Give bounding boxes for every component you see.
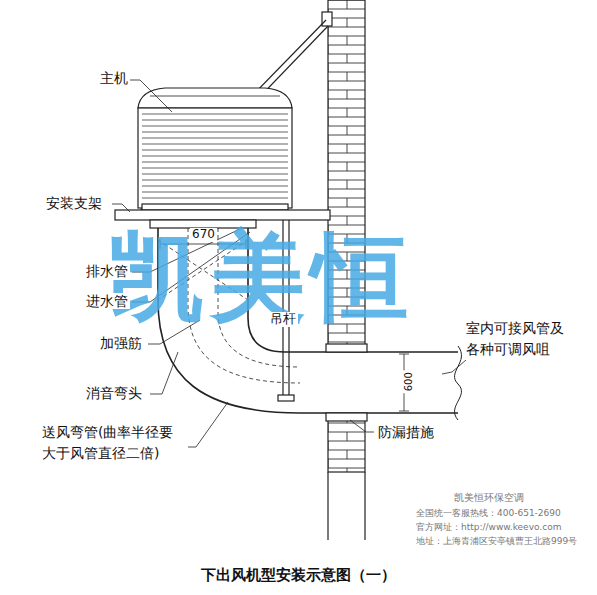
louver (142, 132, 288, 133)
part-label: 室内可接风管及各种可调风咀 (464, 318, 572, 360)
figure-caption: 下出风机型安装示意图（一） (0, 566, 597, 585)
part-label: 安装支架 (44, 195, 104, 211)
part-label: 吊杆 (268, 312, 298, 327)
wall-line (327, 472, 328, 540)
louver (142, 198, 288, 199)
install-bracket (115, 210, 330, 220)
leak-seal (326, 344, 367, 352)
brick-wall (328, 420, 365, 472)
dimension-text: 600 (403, 370, 415, 393)
part-label: 主机 (98, 70, 130, 86)
part-label: 送风弯管(曲率半径要大于风管直径二倍) (40, 422, 188, 464)
break-line (455, 346, 462, 420)
louver (142, 150, 288, 151)
wall-anchor (322, 12, 332, 26)
louver (142, 174, 288, 175)
footer-text: 全国统一客服热线：400-651-2690 (414, 508, 563, 518)
part-label: 防漏措施 (376, 424, 436, 440)
part-label: 进水管 (84, 293, 130, 309)
part-label: 加强筋 (98, 335, 144, 351)
main-unit (138, 88, 292, 210)
footer-text: 地址：上海青浦区安亭镇曹王北路999号 (414, 536, 579, 546)
dimension-text: 670 (190, 228, 217, 242)
louver (142, 126, 288, 127)
hanger-rod (278, 395, 294, 401)
louver (142, 180, 288, 181)
louver (142, 186, 288, 187)
louver (142, 156, 288, 157)
louver (142, 120, 288, 121)
louver (142, 138, 288, 139)
footer-text: 凯美恒环保空调 (452, 492, 526, 504)
louver (142, 168, 288, 169)
part-label: 消音弯头 (84, 385, 144, 401)
part-label: 排水管 (84, 263, 130, 279)
louver (142, 144, 288, 145)
wall-line (364, 472, 365, 540)
leak-seal (326, 413, 367, 421)
louver (142, 114, 288, 115)
louver (142, 192, 288, 193)
watermark: 凯美恒 (108, 222, 414, 332)
louver (142, 162, 288, 163)
footer-text: 官方网址：http://www.keevo.com (414, 522, 563, 532)
